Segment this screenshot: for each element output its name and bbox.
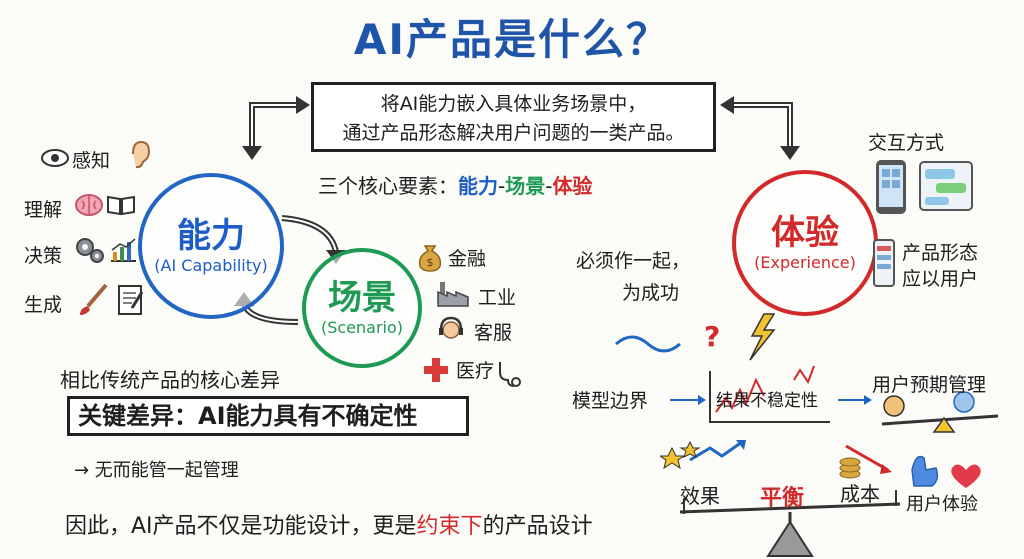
scenario-item-medical: 医疗	[456, 360, 495, 382]
definition-line-1: 将AI能力嵌入具体业务场景中，	[380, 93, 647, 115]
ability-circle: 能力 (AI Capability)	[138, 173, 284, 319]
balance-scale	[660, 440, 981, 557]
money-bag-icon: $	[416, 242, 444, 272]
arrow-head-down-right	[780, 146, 800, 160]
arrow-to-manage	[864, 395, 872, 405]
arrow-def-to-ability	[249, 102, 300, 148]
bar-chart-icon	[108, 236, 138, 264]
difference-arrow-text: → 无而能管一起管理	[74, 460, 239, 481]
unstable-axes	[709, 371, 830, 423]
medical-cross-icon	[422, 356, 450, 384]
balance-label: 平衡	[760, 486, 805, 511]
phone-icon	[874, 158, 908, 216]
arrow-to-unstable	[698, 395, 706, 405]
svg-text:$: $	[427, 256, 434, 269]
document-icon	[116, 284, 146, 316]
form-label-line-2: 应以用户	[902, 268, 979, 290]
flow-diagram	[615, 313, 999, 433]
ability-item-perception: 感知	[72, 150, 111, 172]
conclusion: 因此，AI产品不仅是功能设计，更是约束下的产品设计	[65, 508, 593, 540]
scenario-item-industry: 工业	[478, 287, 517, 309]
arrow-head-left-right	[720, 96, 734, 114]
headset-icon	[436, 314, 466, 346]
element-scenario: 场景	[505, 174, 546, 198]
together-line-2: 为成功	[622, 282, 680, 304]
scenario-item-finance: 金融	[448, 248, 487, 270]
together-line-1: 必须作一起，	[576, 250, 691, 272]
arrow-head-right-left	[296, 96, 310, 114]
gears-icon	[74, 236, 106, 264]
element-dash-2: -	[545, 174, 553, 198]
cost-label: 成本	[840, 482, 880, 506]
book-icon	[106, 194, 136, 216]
experience-subtitle: (Experience)	[754, 253, 856, 272]
stethoscope-icon	[496, 360, 522, 390]
sine-wave	[615, 335, 681, 353]
sad-face-icon	[883, 395, 905, 417]
result-unstable: 结果不稳定性	[716, 391, 818, 411]
question-mark: ?	[704, 320, 721, 353]
user-experience-label: 用户体验	[906, 494, 978, 515]
scenario-subtitle: (Scenario)	[320, 318, 404, 337]
experience-title: 体验	[771, 213, 839, 253]
factory-icon	[436, 280, 470, 308]
user-icon	[953, 391, 975, 413]
scenario-item-customer-service: 客服	[474, 322, 513, 344]
brain-icon	[74, 192, 104, 218]
scenario-circle: 场景 (Scenario)	[302, 248, 422, 368]
model-boundary: 模型边界	[572, 390, 649, 412]
definition-line-2: 通过产品形态解决用户问题的一类产品。	[342, 122, 685, 144]
conclusion-highlight: 约束下	[416, 514, 483, 539]
spike-line	[715, 377, 765, 413]
experience-circle: 体验 (Experience)	[732, 170, 878, 316]
ability-item-generation: 生成	[24, 294, 63, 316]
conclusion-part-1: 因此，AI产品不仅是功能设计，更是	[65, 514, 417, 539]
interaction-label: 交互方式	[868, 132, 945, 154]
element-experience: 体验	[552, 174, 593, 198]
key-difference: 关键差异：AI能力具有不确定性	[67, 396, 469, 436]
eye-icon	[40, 146, 70, 170]
scenario-title: 场景	[328, 278, 396, 318]
thumbs-up-icon	[911, 455, 939, 487]
lightning-icon	[749, 313, 776, 361]
arrow-def-to-experience	[730, 102, 793, 148]
element-dash-1: -	[498, 174, 506, 198]
three-elements-prefix: 三个核心要素：	[318, 174, 458, 198]
paintbrush-icon	[76, 282, 110, 318]
ability-item-decision: 决策	[24, 245, 63, 267]
conclusion-part-2: 的产品设计	[482, 514, 593, 539]
arrow-head-down-left	[242, 146, 262, 160]
ability-item-understanding: 理解	[24, 199, 63, 221]
ability-title: 能力	[177, 216, 245, 256]
definition-box: 将AI能力嵌入具体业务场景中， 通过产品形态解决用户问题的一类产品。	[311, 82, 716, 152]
ability-subtitle: (AI Capability)	[154, 256, 268, 275]
expectation-management: 用户预期管理	[872, 374, 987, 396]
form-label-line-1: 产品形态	[902, 242, 979, 264]
chat-window-icon	[918, 160, 974, 212]
effect-label: 效果	[680, 484, 720, 508]
three-elements: 三个核心要素：能力-场景-体验	[318, 170, 592, 199]
form-icon	[872, 238, 896, 288]
element-ability: 能力	[458, 174, 498, 198]
ear-icon	[128, 140, 152, 170]
page-title: AI产品是什么？	[353, 15, 671, 64]
heart-icon	[951, 464, 981, 488]
difference-heading: 相比传统产品的核心差异	[60, 368, 280, 392]
